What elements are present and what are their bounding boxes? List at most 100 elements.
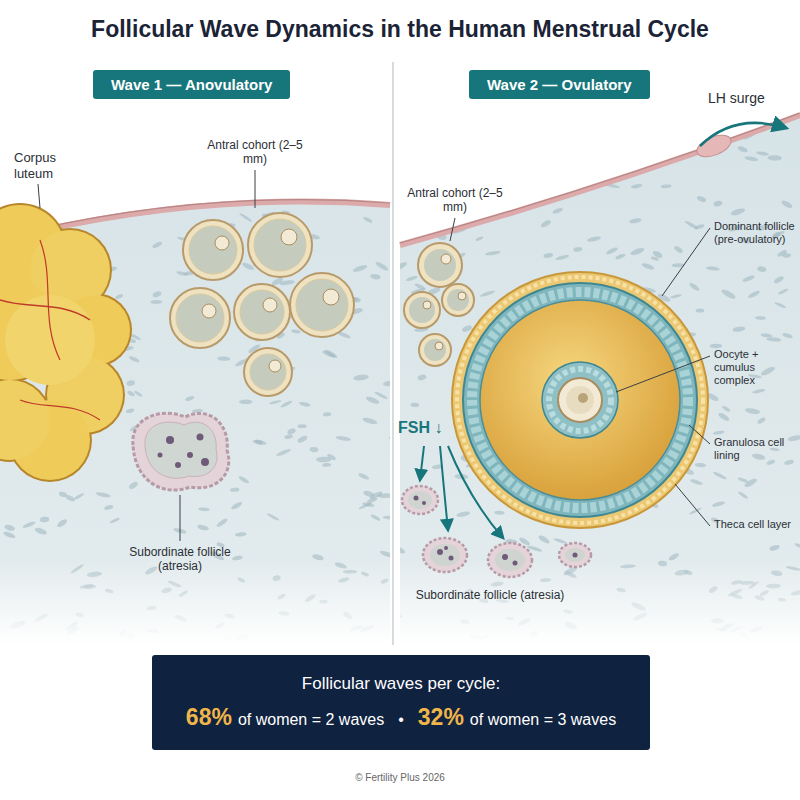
stroma-cell [197,524,210,532]
stroma-cell [417,132,426,138]
oocyte [423,301,431,309]
stroma-cell [179,112,191,117]
stroma-cell [128,481,139,491]
fsh-arrow [448,446,503,538]
signal-label: FSH ↓ [398,418,454,437]
luteum-lobe [0,380,50,460]
stroma-cell [670,293,682,299]
stroma-cell [122,167,133,174]
stroma-cell [230,501,243,511]
stroma-cell [323,412,332,417]
pyknotic-cell [449,556,454,561]
pyknotic-cell [422,501,426,505]
leader-line [675,484,710,526]
stroma-cell [4,524,16,532]
stroma-cell [184,152,195,157]
antral-follicle [170,288,230,348]
stroma-cell [410,402,419,407]
stroma-cell [561,106,574,116]
stroma-cell [310,108,323,115]
stroma-cell [661,184,672,188]
stroma-cell [104,504,114,510]
stroma-cell [562,131,570,135]
stroma-cell [185,395,195,402]
antral-follicle [418,243,462,287]
stroma-cell [133,390,142,398]
theca-layer [452,272,708,528]
oocyte [441,254,451,264]
pyknotic-cell [502,554,508,560]
node-text: Wave 1 — Anovulatory [111,76,272,93]
leader-lines [38,170,710,541]
blood-vessel [0,300,90,320]
stroma-cell [362,416,378,425]
signal-label: LH surge [708,90,792,107]
stroma-cell [543,252,553,258]
stroma-cell [326,453,336,461]
stroma-cell [370,513,381,521]
part-label: Subordinate follicle (atresia) [118,545,242,574]
stroma-cell [777,288,789,296]
node-text: 32% [418,704,464,731]
luteum-lobe [5,295,95,385]
stroma-cell [711,500,725,507]
label-anchor: © Fertility Plus 2026 [290,772,510,784]
stroma-cell [353,374,369,381]
part-label: Corpus luteum [14,150,78,181]
stroma-cell [414,282,426,290]
stroma-cell [239,212,253,223]
stroma-cell [745,407,761,415]
corpus-luteum [0,203,132,482]
tissue-fade [0,560,800,665]
part-label: Dominant follicle (pre-ovulatory) [714,220,796,246]
stroma-cell [720,288,736,301]
part-label: Antral cohort (2–5 mm) [400,186,510,215]
stroma-cell [737,477,748,483]
stroma-cell [526,163,539,174]
theca-cells [457,277,703,523]
stroma-cell [252,439,267,446]
stroma-cell [393,545,406,555]
stroma-cell [573,247,582,252]
stroma-cell [364,167,379,177]
cumulus-cells [549,369,611,431]
stroma-cell [641,262,655,271]
stroma-cell [774,301,786,309]
stroma-cell [688,282,700,292]
leader-line [180,495,181,541]
stroma-cell [737,491,748,500]
antral-cohort [170,213,354,396]
stroma-cell [782,332,793,339]
stroma-cell [232,169,244,178]
fsh-arrow [440,446,448,530]
stroma-cell [543,145,554,151]
stroma-cell [706,266,720,271]
stroma-cell [175,128,185,135]
stroma-cell [648,111,658,119]
stroma-cell [383,515,398,520]
leader-line [662,228,710,296]
stroma-cell [475,236,484,242]
stroma-cell [730,207,746,217]
stroma-cell [615,253,626,261]
antral-follicle [419,334,451,366]
stroma-cell [630,246,646,256]
pyknotic-cell [414,496,419,501]
ooplasm [566,386,594,414]
stroma-cell [744,156,758,162]
stroma-cell [89,133,100,141]
stroma-cell [126,380,135,387]
summary-box: Follicular waves per cycle:68%of women =… [152,655,650,750]
panel-divider [392,62,394,645]
label-anchor: FSH ↓ [398,418,454,437]
follicle-antrum [176,294,224,342]
stroma-cell [768,155,782,161]
follicle-antrum [424,249,456,281]
stroma-cell [400,130,411,138]
fsh-arrow [420,446,424,480]
stroma-cell [745,107,755,113]
stroma-cell [752,388,766,394]
wave-banner: Wave 2 — Ovulatory [469,70,650,99]
